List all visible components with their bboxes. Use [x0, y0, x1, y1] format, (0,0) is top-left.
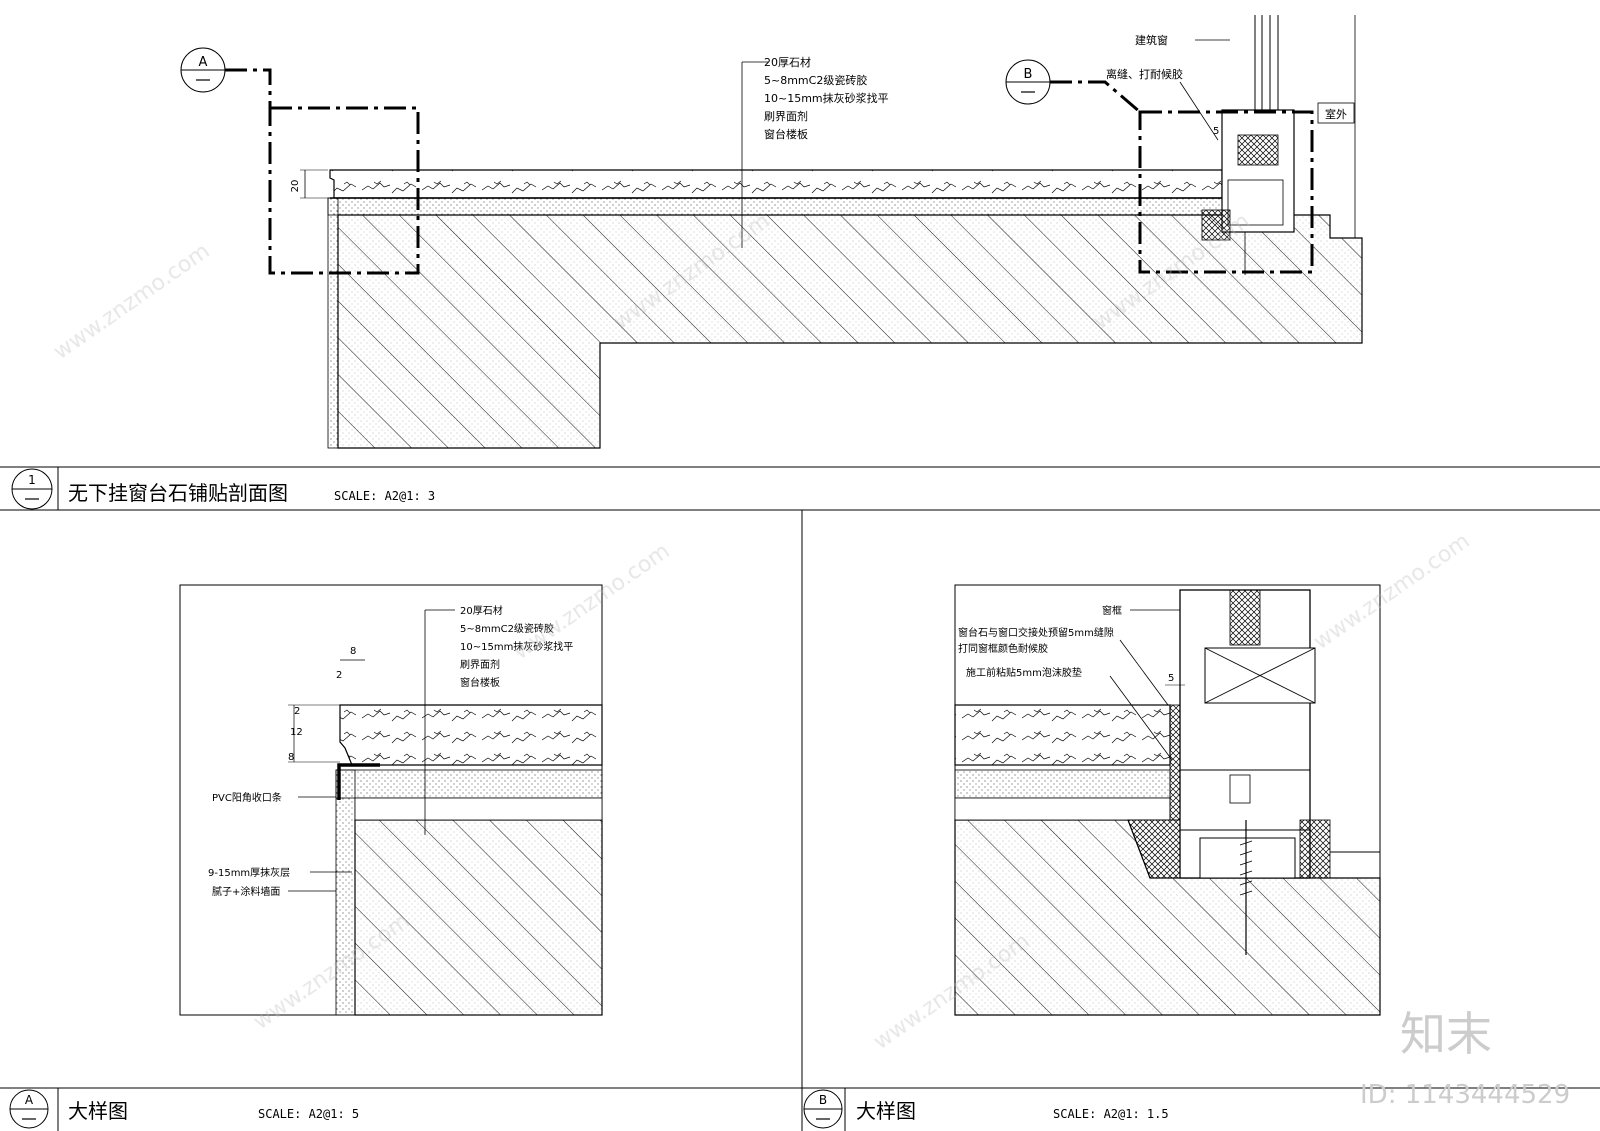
a-dim-8-top: 8: [350, 646, 356, 657]
section-b-title: 大样图: [856, 1099, 916, 1123]
section-1-number: 1: [28, 473, 36, 487]
sealant-label: 离缝、打耐候胶: [1106, 67, 1183, 81]
foam-label: 施工前粘贴5mm泡沫胶垫: [966, 666, 1082, 679]
dim-20: 20: [290, 180, 301, 193]
a-dim-12: 12: [290, 727, 303, 738]
watermark-site-1: www.znzmo.com: [49, 239, 214, 365]
section-1-number-bubble: [11, 468, 53, 510]
layer-5-label: 窗台楼板: [764, 127, 808, 141]
a-dim-2-a: 2: [336, 670, 342, 681]
a-layer-3-label: 10~15mm抹灰砂浆找平: [460, 640, 573, 653]
pvc-label: PVC阳角收口条: [212, 791, 282, 804]
section-b-bubble: [803, 1089, 843, 1129]
section-1-title: 无下挂窗台石铺贴剖面图: [68, 481, 288, 505]
frame-label: 窗框: [1102, 604, 1122, 617]
section-b-scale: SCALE: A2@1: 1.5: [1053, 1107, 1169, 1121]
gap-label-line-1: 窗台石与窗口交接处预留5mm缝隙: [958, 626, 1114, 639]
callout-a-letter: A: [199, 55, 208, 70]
outdoor-label: 室外: [1325, 107, 1347, 121]
watermark-id: ID: 1143444529: [1360, 1080, 1570, 1110]
callout-b-letter: B: [1024, 67, 1033, 82]
watermark-site-5: www.znzmo.com: [1309, 529, 1474, 655]
dim-5: 5: [1213, 126, 1219, 137]
a-layer-2-label: 5~8mmC2级瓷砖胶: [460, 622, 554, 635]
layer-3-label: 10~15mm抹灰砂浆找平: [764, 91, 889, 105]
b-dim-5: 5: [1168, 673, 1174, 684]
section-a-letter: A: [25, 1093, 34, 1107]
watermark-site-4: www.znzmo.com: [509, 539, 674, 665]
callout-b-bubble: [1005, 59, 1051, 105]
paint-label: 腻子+涂料墙面: [212, 885, 280, 898]
sheet-frame: [0, 466, 1600, 1131]
a-dim-8-bottom: 8: [288, 752, 294, 763]
watermark-logo: 知末: [1400, 1007, 1492, 1061]
section-a-bubble: [9, 1089, 49, 1129]
section-a-title: 大样图: [68, 1099, 128, 1123]
section-b-letter: B: [819, 1093, 827, 1107]
layer-2-label: 5~8mmC2级瓷砖胶: [764, 73, 867, 87]
section-a-scale: SCALE: A2@1: 5: [258, 1107, 359, 1121]
a-layer-5-label: 窗台楼板: [460, 676, 500, 689]
outdoor-box: [1317, 102, 1355, 124]
a-layer-1-label: 20厚石材: [460, 604, 503, 617]
layer-1-label: 20厚石材: [764, 55, 811, 69]
window-label: 建筑窗: [1135, 33, 1168, 47]
section-a-drawing: [179, 584, 603, 1016]
a-dim-2-b: 2: [294, 706, 300, 717]
layer-4-label: 刷界面剂: [764, 109, 808, 123]
callout-a-bubble: [180, 47, 226, 93]
gap-label-line-2: 打同窗框颜色耐候胶: [958, 642, 1048, 655]
section-b-drawing: [954, 584, 1381, 1016]
a-layer-4-label: 刷界面剂: [460, 658, 500, 671]
section-1-scale: SCALE: A2@1: 3: [334, 489, 435, 503]
section-1-drawing: [225, 15, 1363, 449]
plaster-label: 9-15mm厚抹灰层: [208, 866, 290, 879]
